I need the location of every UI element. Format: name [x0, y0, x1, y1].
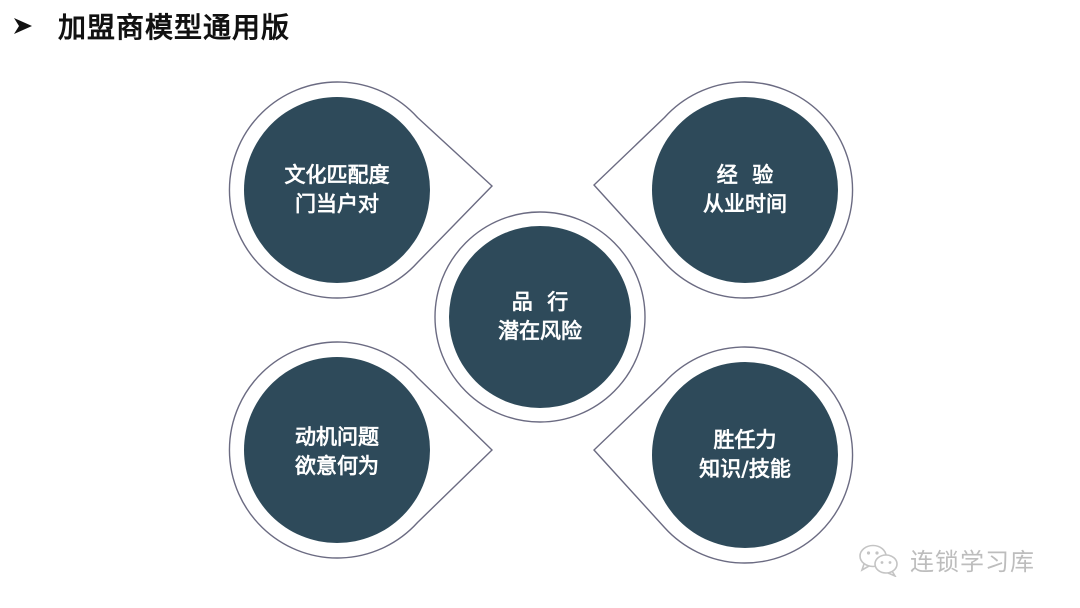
node-circle-experience — [652, 97, 838, 283]
slide-title: 加盟商模型通用版 — [58, 11, 291, 44]
node-subtitle: 从业时间 — [703, 192, 787, 216]
node-subtitle: 知识/技能 — [699, 457, 791, 481]
node-subtitle: 潜在风险 — [498, 319, 582, 343]
node-label-experience: 经 验 从业时间 — [655, 161, 835, 219]
node-title: 文化匹配度 — [284, 163, 390, 187]
node-circle-competence — [652, 362, 838, 548]
node-title: 品 行 — [511, 290, 569, 314]
arrowhead-bullet-icon — [14, 18, 32, 34]
node-label-motivation: 动机问题 欲意何为 — [247, 423, 427, 481]
node-label-culture: 文化匹配度 门当户对 — [247, 161, 427, 219]
node-label-character: 品 行 潜在风险 — [450, 288, 630, 346]
node-subtitle: 欲意何为 — [295, 454, 379, 478]
watermark-text: 连锁学习库 — [910, 548, 1035, 576]
node-circle-motivation — [244, 357, 430, 543]
node-circle-culture — [244, 97, 430, 283]
node-subtitle: 门当户对 — [295, 192, 379, 216]
node-title: 胜任力 — [713, 428, 777, 452]
node-title: 经 验 — [716, 163, 774, 187]
node-label-competence: 胜任力 知识/技能 — [655, 426, 835, 484]
node-title: 动机问题 — [295, 425, 379, 449]
wechat-icon — [859, 544, 898, 577]
watermark: 连锁学习库 — [858, 542, 1035, 577]
node-circle-character — [449, 226, 631, 408]
slide-header: 加盟商模型通用版 — [12, 4, 290, 48]
